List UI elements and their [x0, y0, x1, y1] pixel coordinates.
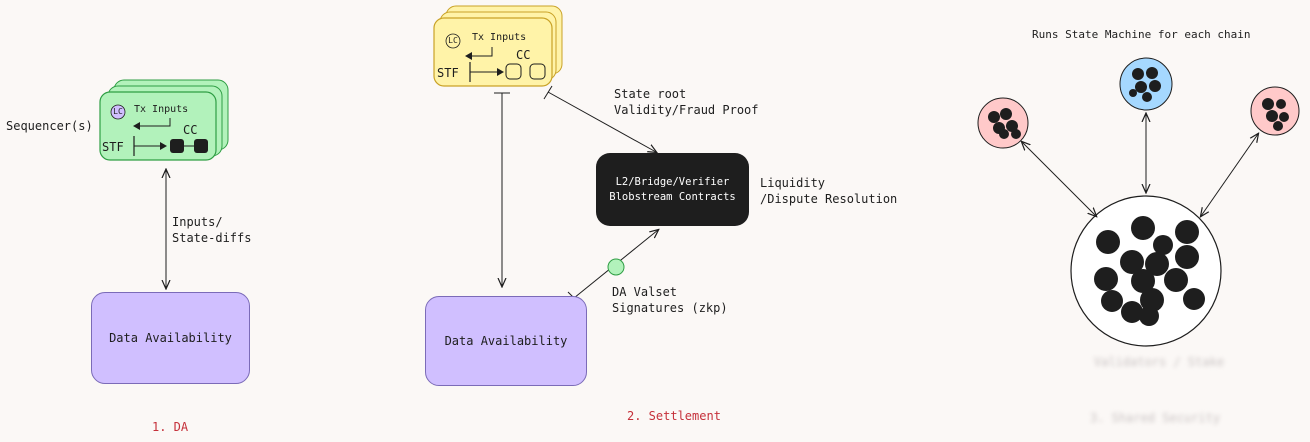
- dot: [1000, 108, 1012, 120]
- validator-dot: [1183, 288, 1205, 310]
- validator-dot: [1121, 301, 1143, 323]
- caption-settlement: 2. Settlement: [627, 409, 721, 423]
- dot: [1273, 121, 1283, 131]
- dot: [1276, 99, 1286, 109]
- inputs-edge-label-line1: Inputs/: [172, 215, 223, 229]
- dot: [1142, 92, 1152, 102]
- liquidity-label-line1: Liquidity: [760, 176, 826, 190]
- cc-block-1b: [194, 139, 208, 153]
- caption-da: 1. DA: [152, 420, 189, 434]
- contracts-label-line2: Blobstream Contracts: [609, 190, 736, 203]
- state-root-label-line2: Validity/Fraud Proof: [614, 103, 759, 117]
- data-availability-label-2: Data Availability: [444, 334, 568, 348]
- cc-label-1: CC: [183, 123, 198, 137]
- dot: [1129, 89, 1137, 97]
- cc-block-2a: [505, 63, 522, 80]
- validator-dot: [1131, 216, 1155, 240]
- dot: [1149, 80, 1161, 92]
- shared-security-title: Runs State Machine for each chain: [1032, 28, 1251, 41]
- validator-dot: [1120, 250, 1144, 274]
- dot: [1266, 110, 1278, 122]
- chain-circle-left: [977, 97, 1029, 149]
- validator-dot: [1094, 267, 1118, 291]
- data-availability-box-1: Data Availability: [91, 292, 250, 384]
- lc-badge-1: [110, 104, 126, 120]
- validator-dot: [1139, 306, 1159, 326]
- sequencer-card-stack: [99, 79, 229, 161]
- tx-input-connector-1: [133, 118, 171, 130]
- valset-node: [607, 258, 625, 276]
- contracts-label-line1: L2/Bridge/Verifier: [615, 175, 730, 188]
- tx-input-connector-2: [465, 47, 493, 60]
- settlement-contracts-box: L2/Bridge/Verifier Blobstream Contracts: [596, 153, 749, 226]
- state-root-label-line1: State root: [614, 87, 687, 101]
- tx-inputs-label-2: Tx Inputs: [472, 32, 527, 43]
- dot: [1262, 98, 1274, 110]
- settlement-card-front: [433, 17, 553, 87]
- dot: [999, 129, 1009, 139]
- data-availability-box-2: Data Availability: [425, 296, 587, 386]
- cc-block-2b: [529, 63, 546, 80]
- lc-label-1: LC: [113, 107, 123, 116]
- lc-label-2: LC: [448, 36, 458, 45]
- stf-label-1: STF: [102, 140, 124, 154]
- sequencer-label: Sequencer(s): [6, 119, 93, 133]
- cc-block-1a: [170, 139, 184, 153]
- validator-dot: [1140, 288, 1164, 312]
- caption-shared-security: 3. Shared Security: [1090, 411, 1221, 425]
- dot: [1146, 67, 1158, 79]
- stf-label-2: STF: [437, 66, 459, 80]
- valset-label-line2: Signatures (zkp): [612, 301, 728, 315]
- validator-stake-label: Validators / Stake: [1094, 355, 1225, 369]
- dot: [1006, 120, 1018, 132]
- dot: [1279, 112, 1289, 122]
- dot: [988, 111, 1000, 123]
- state-root-edge: [547, 91, 656, 152]
- validator-dot: [1101, 290, 1123, 312]
- cc-label-2: CC: [516, 48, 531, 62]
- chain-dots: [988, 67, 1289, 139]
- validator-dot: [1175, 220, 1199, 244]
- lc-badge-2: [445, 33, 461, 49]
- edge-right-chain: [1201, 134, 1258, 216]
- validator-dot: [1096, 230, 1120, 254]
- validator-dots: [1094, 216, 1205, 326]
- tx-inputs-label-1: Tx Inputs: [134, 104, 189, 115]
- dot: [1135, 81, 1147, 93]
- validator-dot: [1145, 252, 1169, 276]
- dot: [1132, 68, 1144, 80]
- validator-dot: [1164, 268, 1188, 292]
- data-availability-label-1: Data Availability: [109, 331, 232, 345]
- inputs-edge-label-line2: State-diffs: [172, 231, 252, 245]
- validator-dot: [1153, 235, 1173, 255]
- state-root-tick: [543, 85, 553, 100]
- liquidity-label-line2: /Dispute Resolution: [760, 192, 898, 206]
- validator-dot: [1131, 269, 1155, 293]
- validator-dot: [1175, 245, 1199, 269]
- valset-label-line1: DA Valset: [612, 285, 678, 299]
- settlement-card-stack: [433, 5, 563, 87]
- dot: [1011, 129, 1021, 139]
- edge-left-chain: [1022, 142, 1096, 216]
